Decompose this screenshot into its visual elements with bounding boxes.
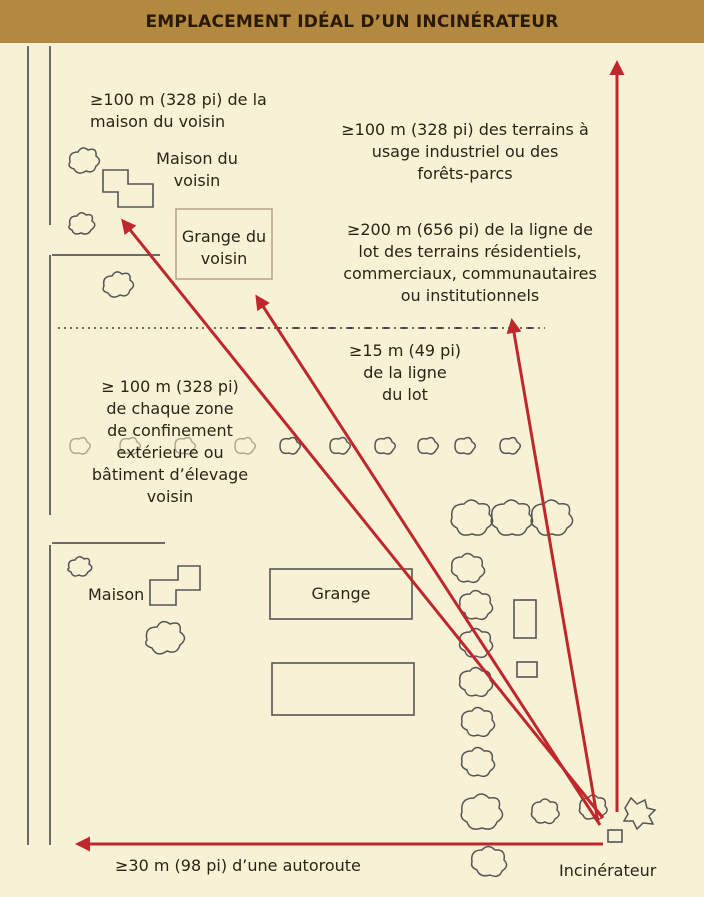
tree-icon bbox=[470, 845, 508, 878]
barn-building-icon bbox=[269, 568, 413, 620]
neighbor-house-label: Maison du voisin bbox=[156, 149, 238, 190]
highway-distance-label: ≥30 m (98 pi) d’une autoroute bbox=[115, 856, 361, 875]
tree-icon bbox=[490, 499, 534, 536]
tree-icon bbox=[174, 436, 196, 455]
tree-row bbox=[69, 436, 521, 455]
incinerator-label: Incinérateur bbox=[559, 861, 657, 880]
tree-icon bbox=[499, 436, 521, 455]
tree-icon bbox=[578, 794, 608, 821]
livestock-distance-label: ≥ 100 m (328 pi) de chaque zone de confi… bbox=[91, 377, 249, 506]
tree-icon bbox=[68, 147, 101, 174]
road-lines bbox=[27, 46, 165, 845]
residential-distance-label: ≥200 m (656 pi) de la ligne de lot des t… bbox=[343, 220, 597, 305]
tree-icon bbox=[450, 499, 494, 536]
shed-building-icon bbox=[513, 599, 537, 639]
house-label: Maison bbox=[88, 585, 145, 604]
diagram-title-bar: EMPLACEMENT IDÉAL D’UN INCINÉRATEUR bbox=[0, 0, 704, 43]
tree-icon bbox=[530, 798, 560, 825]
tree-icon bbox=[460, 746, 496, 778]
small-shed-building-icon bbox=[516, 661, 538, 678]
arrow-icon bbox=[506, 318, 600, 823]
tree-icon bbox=[417, 436, 439, 455]
tree-icon bbox=[530, 499, 574, 536]
industrial-distance-label: ≥100 m (328 pi) des terrains à usage ind… bbox=[341, 120, 589, 183]
tree-icon bbox=[460, 793, 504, 830]
tree-icon bbox=[458, 627, 494, 659]
distance-arrows bbox=[75, 60, 625, 852]
tree-icon bbox=[329, 436, 351, 455]
arrow-icon bbox=[121, 218, 605, 819]
neighbor-house-building-icon bbox=[102, 169, 154, 208]
tree-icon bbox=[460, 706, 496, 738]
tree-icon bbox=[279, 436, 301, 455]
tree-icon bbox=[119, 436, 141, 455]
tree-icon bbox=[458, 589, 494, 621]
tree-icon bbox=[145, 620, 186, 655]
arrow-icon bbox=[255, 294, 602, 826]
tree-icon bbox=[69, 436, 91, 455]
site-plan-drawing bbox=[27, 46, 657, 878]
tree-icon bbox=[102, 271, 135, 298]
neighbor-barn-building-icon bbox=[175, 208, 273, 280]
tree-icon bbox=[67, 556, 93, 577]
tree-icon bbox=[234, 436, 256, 455]
tree-icon bbox=[450, 552, 486, 584]
tree-icon bbox=[454, 436, 476, 455]
tree-icon bbox=[458, 666, 494, 698]
tree-icon bbox=[374, 436, 396, 455]
tree-icon bbox=[622, 796, 657, 831]
barn-label: Grange bbox=[311, 584, 371, 603]
second-barn-building-icon bbox=[271, 662, 415, 716]
buildings bbox=[102, 169, 623, 843]
diagram-title: EMPLACEMENT IDÉAL D’UN INCINÉRATEUR bbox=[145, 11, 559, 32]
tree-column bbox=[450, 499, 657, 878]
neighbor-house-distance-label: ≥100 m (328 pi) de la maison du voisin bbox=[90, 90, 267, 131]
neighbor-barn-label: Grange du voisin bbox=[181, 227, 267, 268]
tree-icon bbox=[68, 212, 96, 235]
incinerator-building-icon bbox=[607, 829, 623, 843]
house-building-icon bbox=[149, 565, 201, 606]
site-plan-diagram: ≥100 m (328 pi) de la maison du voisin M… bbox=[0, 43, 704, 897]
trees bbox=[67, 147, 657, 878]
lot-line-distance-label: ≥15 m (49 pi) de la ligne du lot bbox=[348, 341, 462, 404]
